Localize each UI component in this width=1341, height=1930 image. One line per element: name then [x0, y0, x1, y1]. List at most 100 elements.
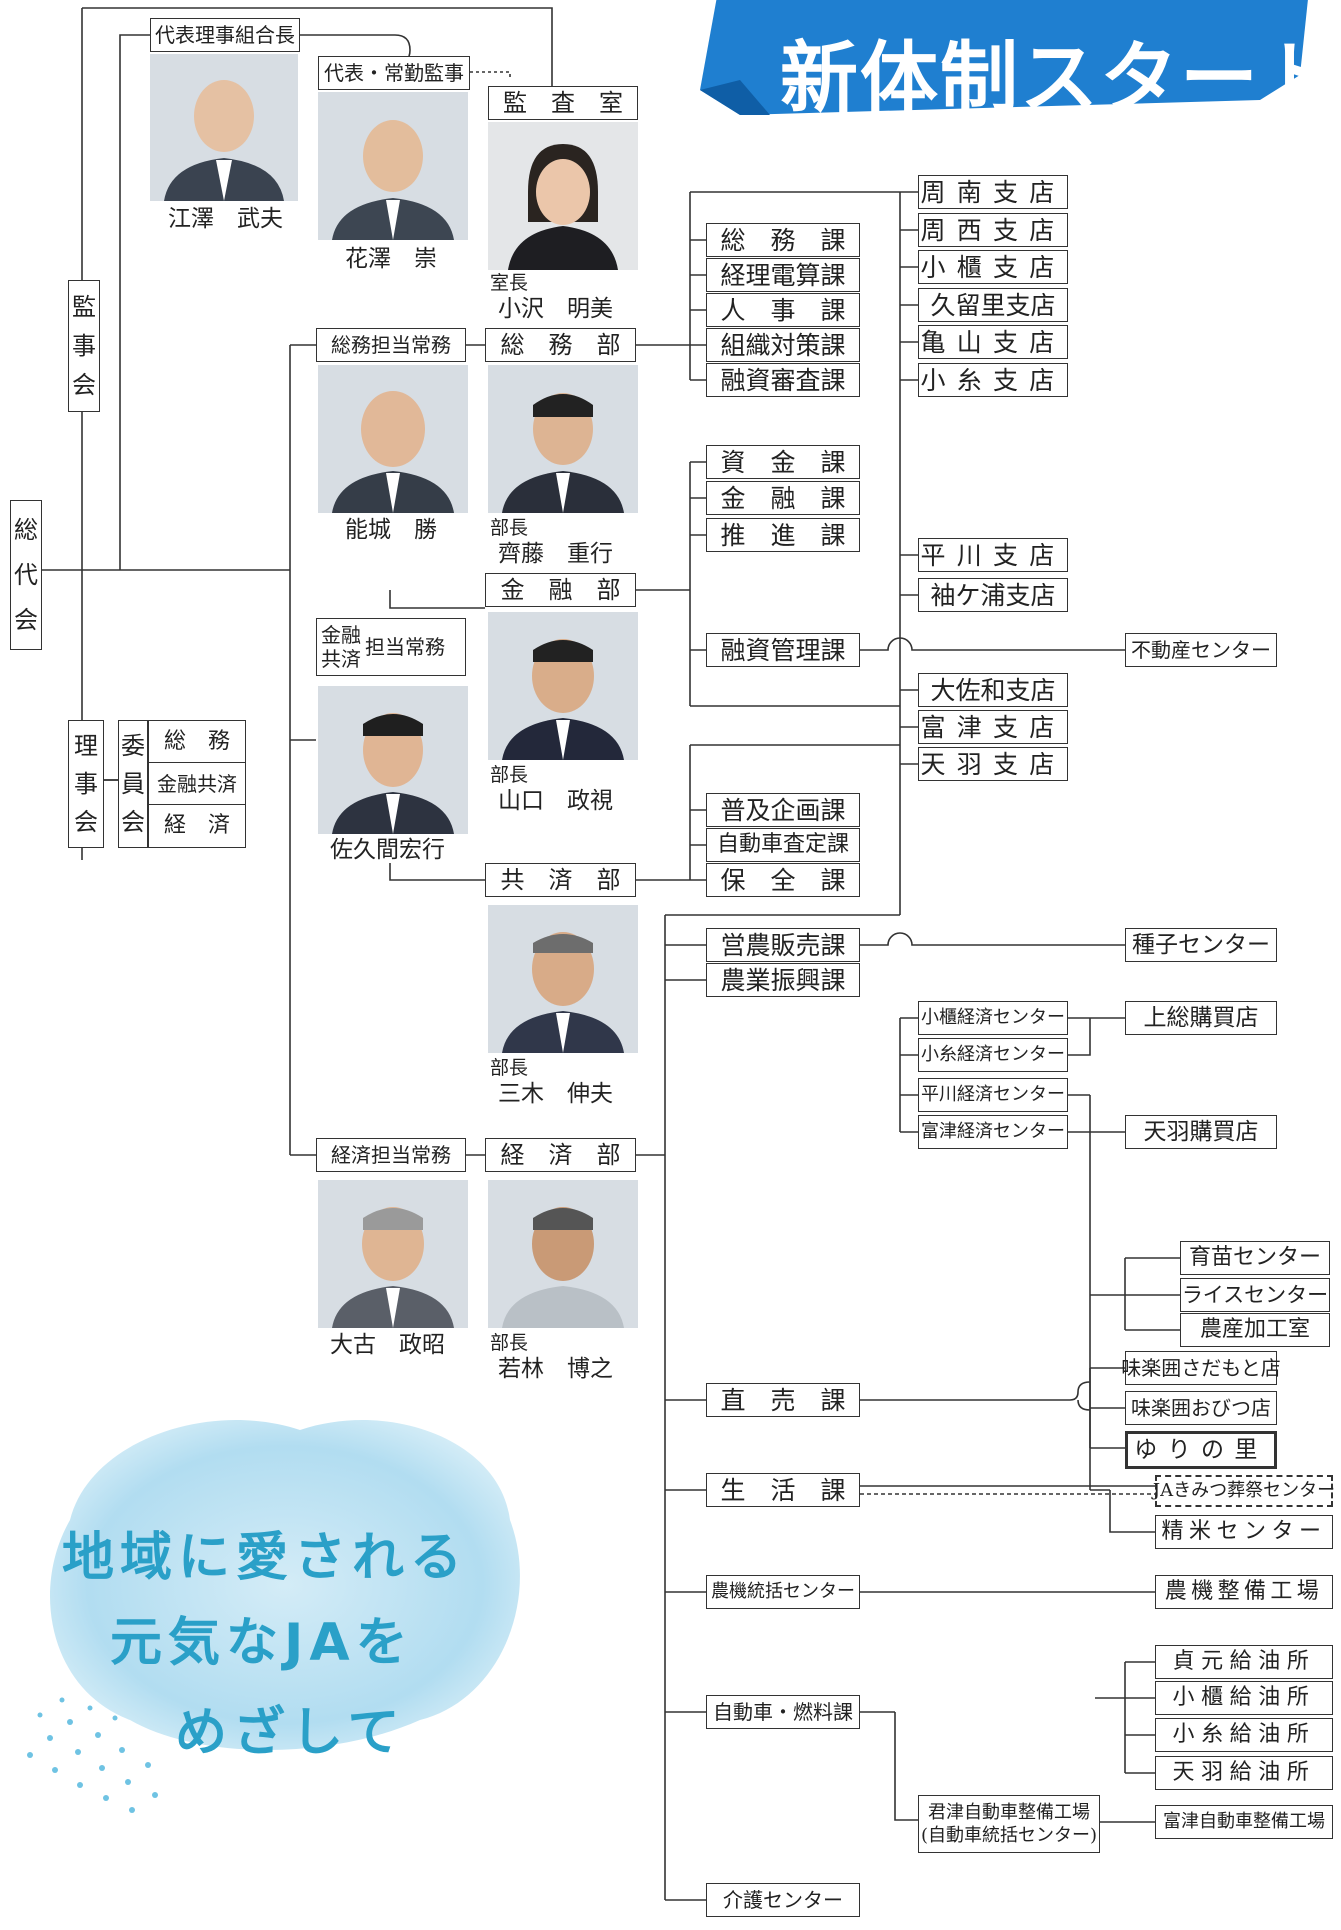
kinyu-director-stack: 金融 共済 — [321, 623, 361, 671]
connectors — [42, 7, 1180, 1901]
branch-sodegaura: 袖ケ浦支店 — [918, 578, 1068, 612]
kyosai-head-name: 三木 伸夫 — [498, 1081, 613, 1107]
person-portrait-icon — [488, 1180, 638, 1328]
keizai-head-photo — [488, 1180, 638, 1328]
kinyu-director-title: 金融 共済 担当常務 — [316, 618, 466, 676]
somu-head-title: 部長 — [490, 517, 529, 539]
section-soshiki: 組織対策課 — [706, 328, 860, 362]
dots-decoration — [27, 1697, 158, 1813]
gas-sadamoto: 貞元給油所 — [1155, 1645, 1333, 1679]
keizai-director-title: 経済担当常務 — [316, 1138, 466, 1172]
section-kinyu: 金 融 課 — [706, 481, 860, 515]
section-seikatsu: 生 活 課 — [706, 1473, 860, 1507]
branch-futtsu: 富津支店 — [918, 710, 1068, 744]
watercolor-blob — [50, 1420, 520, 1750]
person-portrait-icon — [488, 612, 638, 760]
audit-chief-name: 小沢 明美 — [498, 296, 613, 322]
somu-department: 総 務 部 — [485, 328, 636, 362]
section-kaigo: 介護センター — [706, 1883, 860, 1917]
somu-exec-photo — [318, 365, 468, 513]
person-portrait-icon — [150, 54, 298, 201]
center-rice: ライスセンター — [1180, 1278, 1330, 1312]
person-portrait-icon — [318, 686, 468, 834]
director-suffix: 担当常務 — [365, 635, 445, 659]
shop-obitsu: 味楽囲おびつ店 — [1125, 1391, 1277, 1425]
garage-kimitsu: 君津自動車整備工場 (自動車統括センター) — [918, 1795, 1100, 1853]
person-portrait-icon — [318, 92, 468, 240]
soudaikai-char: 会 — [14, 606, 38, 635]
somu-head-photo — [488, 365, 638, 513]
slogan-line-1: 地域に愛される — [62, 1528, 469, 1588]
center-fudousan: 不動産センター — [1125, 633, 1277, 667]
kyosai-department: 共 済 部 — [485, 863, 636, 897]
audit-office: 監 査 室 — [488, 86, 638, 120]
gas-koito: 小糸給油所 — [1155, 1718, 1333, 1752]
section-fukyu: 普及企画課 — [706, 793, 860, 827]
iinkai-char: 員 — [121, 770, 145, 798]
keizai-center-futtsu: 富津経済センター — [918, 1115, 1068, 1149]
branch-kururi: 久留里支店 — [918, 288, 1068, 322]
somu-head-name: 齊藤 重行 — [498, 541, 613, 567]
center-nousan: 農産加工室 — [1180, 1313, 1330, 1347]
kyosai-label: 共済 — [321, 647, 361, 671]
audit-chief-title: 室長 — [490, 272, 529, 294]
branch-obitsu: 小櫃支店 — [918, 250, 1068, 284]
section-jidousha-satei: 自動車査定課 — [706, 828, 860, 862]
soudaikai-char: 代 — [14, 560, 38, 589]
branch-shusei: 周西支店 — [918, 213, 1068, 247]
kyosai-head-title: 部長 — [490, 1057, 529, 1079]
branch-kameyama: 亀山支店 — [918, 325, 1068, 359]
keizai-exec-photo — [318, 1180, 468, 1328]
chair-name: 江澤 武夫 — [168, 206, 283, 232]
shop-kazusa: 上総購買店 — [1125, 1001, 1277, 1035]
keizai-center-hirakawa: 平川経済センター — [918, 1078, 1068, 1112]
section-somu: 総 務 課 — [706, 223, 860, 257]
auditor-photo — [318, 92, 468, 240]
section-yushi-shinsa: 融資審査課 — [706, 363, 860, 397]
rijikai-char: 理 — [74, 732, 98, 760]
center-seimai: 精米センター — [1155, 1515, 1333, 1549]
committee-keizai: 経 済 — [148, 804, 246, 848]
committee-somu: 総 務 — [148, 720, 246, 763]
keizai-center-koito: 小糸経済センター — [918, 1038, 1068, 1072]
section-suishin: 推 進 課 — [706, 518, 860, 552]
auditor-name: 花澤 崇 — [345, 246, 437, 272]
rijikai-char: 事 — [74, 770, 98, 798]
kanjikai-char: 事 — [72, 331, 96, 360]
section-shikin: 資 金 課 — [706, 445, 860, 479]
section-nouki: 農機統括センター — [706, 1575, 860, 1609]
slogan-line-2: 元気なJAを — [110, 1613, 414, 1673]
chair-title: 代表理事組合長 — [150, 18, 300, 52]
branch-hirakawa: 平川支店 — [918, 538, 1068, 572]
section-nougyou: 農業振興課 — [706, 963, 860, 997]
section-einou: 営農販売課 — [706, 928, 860, 962]
audit-chief-photo — [488, 122, 638, 270]
shop-amaha: 天羽購買店 — [1125, 1115, 1277, 1149]
person-portrait-icon — [488, 122, 638, 270]
person-portrait-icon — [488, 365, 638, 513]
section-yushi-kanri: 融資管理課 — [706, 633, 860, 667]
garage-kimitsu-name: 君津自動車整備工場 — [928, 1801, 1090, 1823]
garage-kimitsu-sub: (自動車統括センター) — [920, 1825, 1098, 1846]
kinyu-label: 金融 — [321, 623, 361, 647]
branch-amaha: 天羽支店 — [918, 747, 1068, 781]
section-hozen: 保 全 課 — [706, 863, 860, 897]
section-jinji: 人 事 課 — [706, 293, 860, 327]
somu-exec-name: 能城 勝 — [345, 517, 437, 543]
banner-title: 新体制スタート — [780, 34, 1341, 124]
slogan-line-3: めざして — [175, 1703, 406, 1763]
garage-futtsu: 富津自動車整備工場 — [1155, 1805, 1333, 1839]
section-jidousha: 自動車・燃料課 — [706, 1695, 860, 1729]
kanjikai-char: 監 — [72, 292, 96, 321]
shop-sadamoto: 味楽囲さだもと店 — [1121, 1351, 1281, 1385]
iinkai-box: 委 員 会 — [118, 720, 148, 848]
rijikai-box: 理 事 会 — [68, 720, 104, 848]
branch-koito: 小糸支店 — [918, 363, 1068, 397]
person-portrait-icon — [318, 1180, 468, 1328]
kanjikai-char: 会 — [72, 371, 96, 400]
title-banner — [700, 0, 1308, 115]
center-shushi: 種子センター — [1125, 928, 1277, 962]
factory-nouki: 農機整備工場 — [1155, 1575, 1333, 1609]
branch-shunan: 周南支店 — [918, 175, 1068, 209]
